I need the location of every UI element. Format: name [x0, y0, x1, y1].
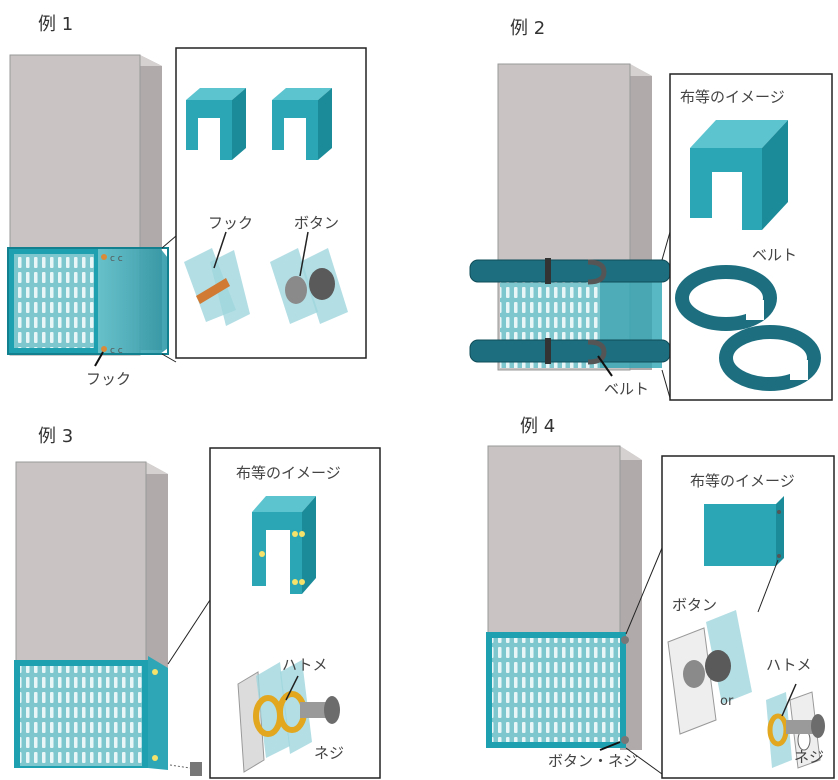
button-label: ボタン: [672, 594, 717, 615]
example-3-cabinet: [14, 462, 202, 776]
belt-detail-label: ベルト: [752, 244, 797, 265]
button-screw-label: ボタン・ネジ: [548, 750, 638, 771]
screw-label: ネジ: [314, 742, 344, 763]
screw-label: ネジ: [794, 746, 824, 767]
hook-icon: [101, 346, 107, 352]
example-2-title: 例 2: [510, 14, 545, 40]
example-4-detail-panel: [626, 456, 834, 778]
example-4-cabinet: [486, 446, 642, 750]
example-2-detail-panel: [662, 74, 832, 400]
example-1-detail-panel: [162, 48, 366, 362]
hook-detail-label: フック: [208, 212, 253, 233]
example-4-title: 例 4: [520, 412, 555, 438]
svg-text:c c: c c: [110, 346, 123, 356]
example-2-cabinet: [498, 64, 662, 370]
example-3-detail-panel: [168, 448, 380, 778]
example-1-title: 例 1: [38, 10, 73, 36]
example-1-cover: c c c c: [8, 248, 168, 366]
example-3-title: 例 3: [38, 422, 73, 448]
eyelet-label: ハトメ: [766, 654, 811, 675]
cloth-image-label: 布等のイメージ: [236, 462, 341, 483]
cloth-image-label: 布等のイメージ: [690, 470, 795, 491]
or-label: or: [720, 694, 733, 709]
hook-icon: [101, 254, 107, 260]
cloth-image-label: 布等のイメージ: [680, 86, 785, 107]
svg-text:c c: c c: [110, 254, 123, 264]
belt-label: ベルト: [604, 378, 649, 399]
hook-label: フック: [86, 368, 131, 389]
button-detail-label: ボタン: [294, 212, 339, 233]
eyelet-label: ハトメ: [282, 654, 327, 675]
